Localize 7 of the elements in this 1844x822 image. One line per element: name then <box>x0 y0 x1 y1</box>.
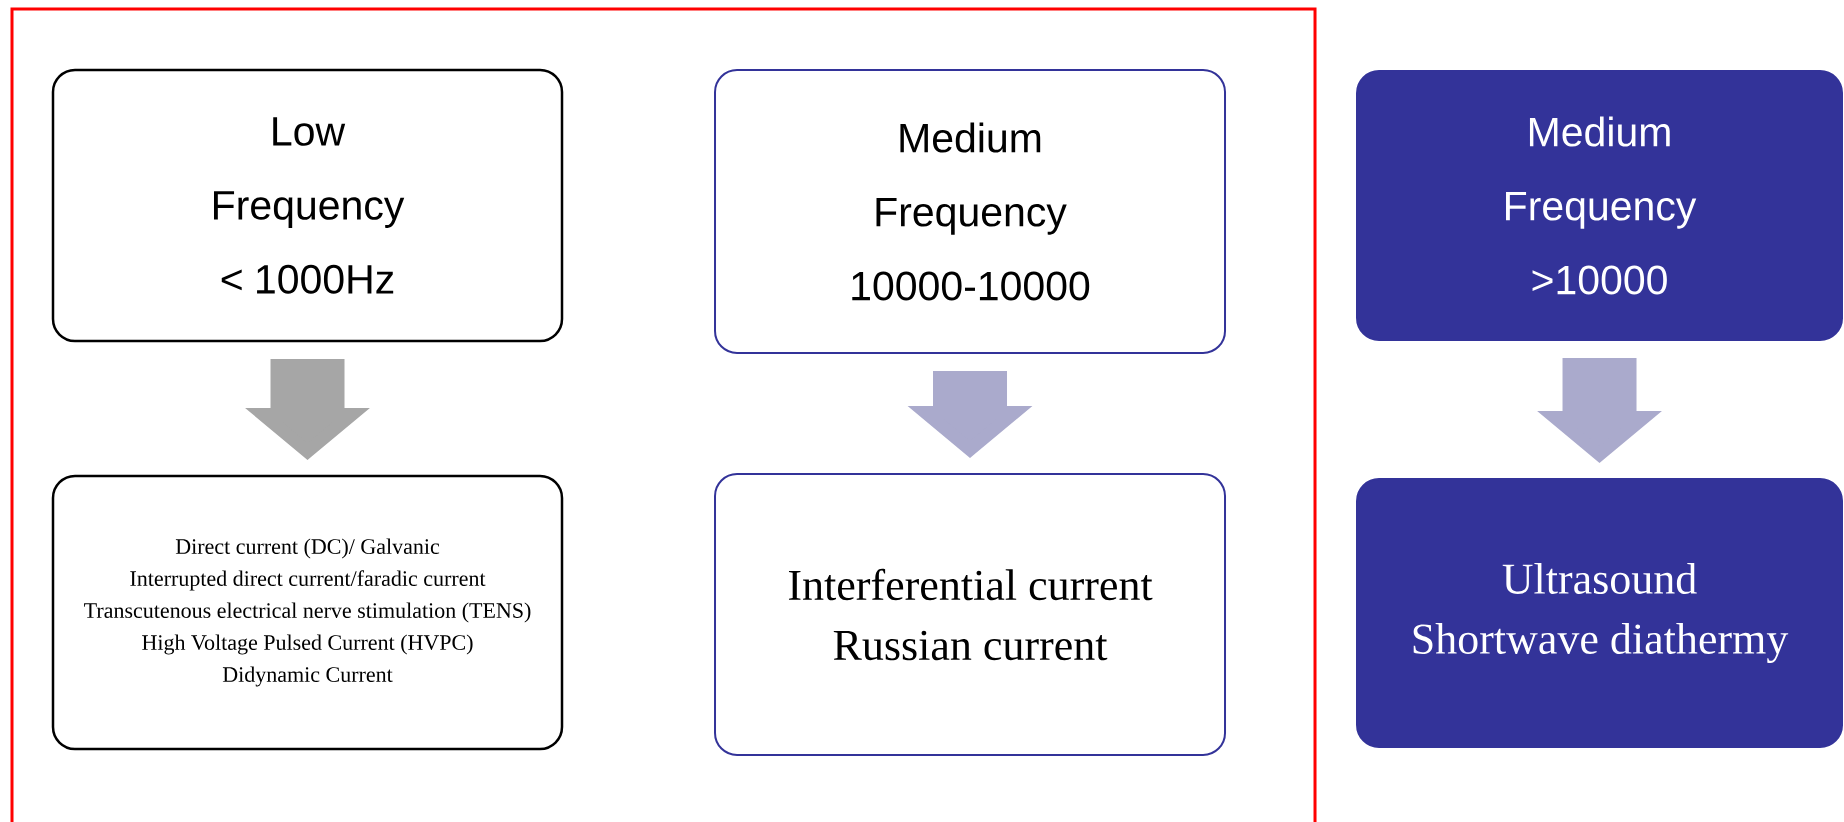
group-frame <box>10 7 1317 822</box>
modality-box: Interferential current Russian current <box>714 473 1226 756</box>
modality-box: Ultrasound Shortwave diathermy <box>1356 478 1843 748</box>
modality-box: Direct current (DC)/ Galvanic Interrupted direct current/faradic current Transcutenous electrical nerve stimulation (TENS) High Voltage Pulsed Current (HVPC) Didynamic Current <box>51 474 564 751</box>
category-box: Medium Frequency 10000-10000 <box>714 69 1226 354</box>
category-box: Low Frequency < 1000Hz <box>51 68 564 343</box>
category-box: Medium Frequency >10000 <box>1356 70 1843 341</box>
